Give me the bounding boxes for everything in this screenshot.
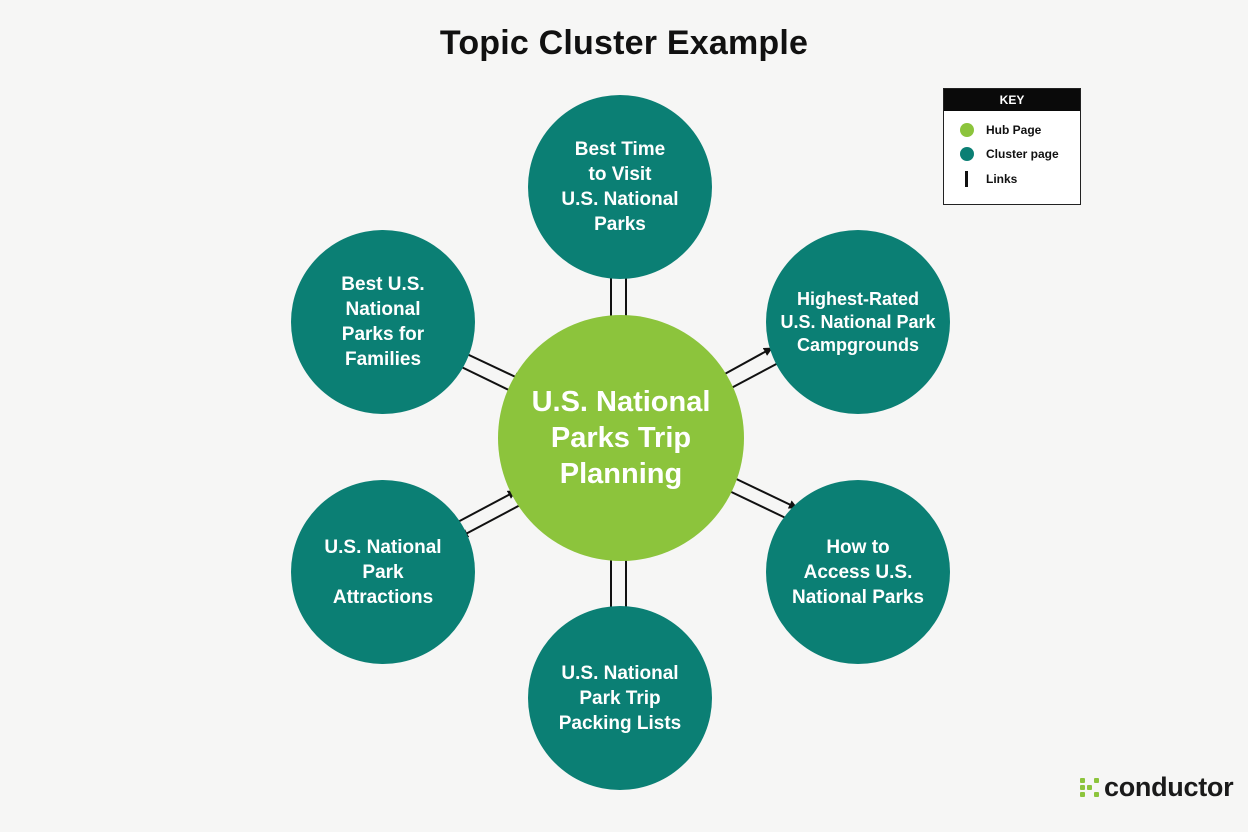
cluster-node-how-to-access-parks: How to Access U.S. National Parks (766, 480, 950, 664)
cluster-node-highest-rated-campgrounds: Highest-Rated U.S. National Park Campgro… (766, 230, 950, 414)
link-line-icon (965, 171, 968, 187)
legend-item-label: Links (986, 172, 1018, 186)
cluster-node-best-parks-for-families: Best U.S. National Parks for Families (291, 230, 475, 414)
cluster-label: U.S. National Park Attractions (324, 536, 442, 608)
link-arrow-hub-to-lower-left (459, 502, 525, 538)
cluster-label: How to Access U.S. National Parks (792, 536, 924, 608)
hub-dot-icon (960, 123, 974, 137)
brand-logo: conductor (1080, 772, 1234, 803)
logo-grid-icon (1080, 778, 1099, 797)
legend-item-label: Cluster page (986, 147, 1059, 161)
link-arrow-lower-left-to-hub (453, 490, 517, 525)
legend-key: KEY Hub Page Cluster page Links (943, 88, 1081, 205)
cluster-node-park-attractions: U.S. National Park Attractions (291, 480, 475, 664)
hub-node: U.S. National Parks Trip Planning (498, 315, 744, 561)
diagram-title: Topic Cluster Example (439, 24, 809, 62)
cluster-label: Highest-Rated U.S. National Park Campgro… (780, 288, 936, 355)
legend-heading: KEY (944, 89, 1080, 111)
legend-item-hub-page: Hub Page (960, 123, 1041, 137)
link-arrow-lower-right-to-hub (722, 487, 793, 522)
legend-item-links: Links (960, 171, 1017, 187)
cluster-dot-icon (960, 147, 974, 161)
brand-name: conductor (1104, 772, 1234, 802)
hub-label: U.S. National Parks Trip Planning (531, 386, 711, 490)
cluster-node-best-time-to-visit: Best Time to Visit U.S. National Parks (528, 95, 712, 279)
cluster-label: U.S. National Park Trip Packing Lists (558, 662, 682, 734)
legend-item-cluster-page: Cluster page (960, 147, 1059, 161)
legend-item-label: Hub Page (986, 123, 1042, 137)
link-arrow-hub-to-lower-right (727, 474, 798, 509)
cluster-node-trip-packing-lists: U.S. National Park Trip Packing Lists (528, 606, 712, 790)
cluster-label: Best Time to Visit U.S. National Parks (561, 139, 679, 235)
cluster-label: Best U.S. National Parks for Families (341, 274, 425, 370)
